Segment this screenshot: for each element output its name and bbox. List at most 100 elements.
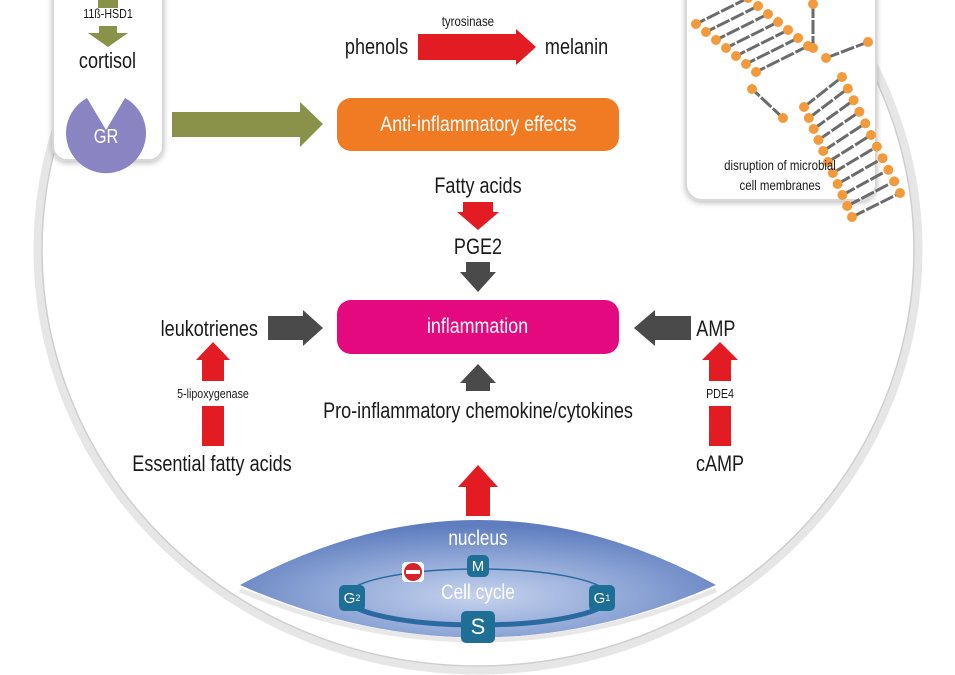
phase-m: M <box>467 555 489 577</box>
lipid-head <box>753 1 763 11</box>
pde4-label: PDE4 <box>706 386 734 401</box>
cytokines-arrow <box>460 364 496 391</box>
melanin-label: melanin <box>544 34 609 59</box>
lipid-head <box>895 188 905 198</box>
lipid-head <box>860 118 871 129</box>
lipid-head <box>821 53 831 63</box>
lipid-head <box>866 130 876 140</box>
lipid-head <box>837 190 848 200</box>
lipid-tail <box>745 36 799 66</box>
tyrosinase-arrow <box>418 29 536 65</box>
lipid-tail <box>832 145 878 175</box>
lipid-head <box>763 9 773 19</box>
lipid-tail <box>735 28 789 58</box>
lipoxygenase-arrow <box>196 342 230 446</box>
lipid-head <box>751 67 761 77</box>
lipid-head <box>808 43 818 53</box>
lipid-bilayer <box>691 0 905 222</box>
cell-cycle-label: Cell cycle <box>441 581 515 604</box>
lipid-head <box>823 157 833 167</box>
lipid-tail <box>750 87 785 120</box>
lipid-tail <box>822 122 867 153</box>
nucleus-arrow <box>458 465 498 516</box>
membrane-panel <box>685 0 877 201</box>
cell-membrane <box>33 0 923 675</box>
lipid-head <box>747 84 757 94</box>
lipid-head <box>827 168 838 178</box>
lipid-head <box>889 176 900 187</box>
lipid-tail <box>825 40 869 60</box>
lipid-head <box>863 37 873 47</box>
lipid-head <box>741 59 751 69</box>
inflammation-box: inflammation <box>337 300 619 354</box>
lipid-head <box>877 153 888 164</box>
lipid-tail <box>803 75 843 109</box>
lipid-head <box>848 95 859 106</box>
lipid-head <box>793 33 803 43</box>
lipid-head <box>803 113 814 123</box>
lipid-head <box>847 212 857 222</box>
anti-inflammatory-label: Anti-inflammatory effects <box>379 112 577 136</box>
essential-fatty-acids-label: Essential fatty acids <box>132 451 292 476</box>
camp-label: cAMP <box>695 451 745 476</box>
amp-label: AMP <box>696 316 736 341</box>
lipid-tail <box>836 156 884 186</box>
anti-inflammatory-box: Anti-inflammatory effects <box>337 98 619 151</box>
phase-s: S <box>461 611 495 643</box>
gr-receptor-shape <box>66 98 146 174</box>
cytokines-label: Pro-inflammatory chemokine/cytokines <box>323 398 633 423</box>
lipid-head <box>842 83 853 94</box>
tyrosinase-label: tyrosinase <box>441 13 495 29</box>
lipid-tail <box>725 20 779 50</box>
lipid-head <box>842 201 853 211</box>
lipid-head <box>808 124 819 134</box>
lipid-tail <box>817 110 861 142</box>
lipid-head <box>818 146 829 156</box>
lipid-head <box>883 164 894 175</box>
lipid-head <box>743 0 753 3</box>
lipid-head <box>871 141 882 152</box>
leukotrienes-arrow <box>268 310 323 346</box>
amp-arrow <box>634 310 691 346</box>
lipid-tail <box>755 44 809 74</box>
lipoxygenase-label: 5-lipoxygenase <box>177 386 249 401</box>
lipid-head <box>691 19 701 29</box>
lipid-head <box>773 17 783 27</box>
inflammation-label: inflammation <box>427 315 529 338</box>
pge2-arrow <box>457 202 499 230</box>
lipid-tail <box>807 87 849 120</box>
lipid-tail <box>715 12 769 42</box>
enzyme-11b-hsd1: 11ß-HSD1 <box>83 6 133 21</box>
fatty-acids-label: Fatty acids <box>434 173 522 198</box>
gr-label: GR <box>93 126 119 148</box>
lipid-head <box>808 0 818 9</box>
lipid-head <box>721 43 731 53</box>
pde4-arrow <box>702 342 738 446</box>
phenols-label: phenols <box>344 34 409 59</box>
lipid-head <box>711 35 721 45</box>
pge2-inflammation-arrow <box>460 262 496 292</box>
lipid-head <box>783 25 793 35</box>
lipid-head <box>731 51 741 61</box>
lipid-head <box>837 72 847 82</box>
lipid-tail <box>705 4 759 34</box>
leukotrienes-label: leukotrienes <box>160 316 258 341</box>
lipid-tail <box>846 180 895 208</box>
lipid-head <box>813 135 824 145</box>
nucleus-label: nucleus <box>448 527 508 550</box>
lipid-head <box>854 106 865 117</box>
membrane-caption-line1: disruption of microbial <box>724 157 836 173</box>
lipid-head <box>832 179 843 189</box>
lipid-tail <box>812 98 855 131</box>
lipid-tail <box>695 0 748 26</box>
lipid-head <box>701 27 711 37</box>
no-entry-icon <box>402 562 424 582</box>
lipid-tail <box>841 168 890 197</box>
pge2-label: PGE2 <box>453 234 503 259</box>
lipid-tail <box>827 133 872 164</box>
lipid-tail <box>851 191 901 219</box>
lipid-head <box>778 113 788 123</box>
olive-arrow-right <box>172 102 323 147</box>
cortisol-label: cortisol <box>78 48 137 73</box>
